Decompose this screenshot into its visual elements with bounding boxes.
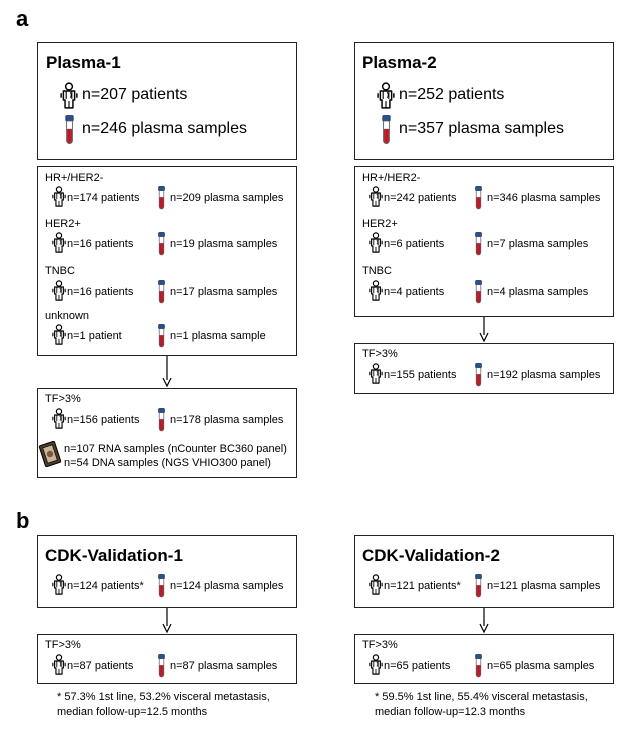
plasma2-patients: n=252 patients: [399, 86, 505, 103]
plasma1-subtype-samples: n=19 plasma samples: [170, 238, 278, 250]
cdk2-footnote-line2: median follow-up=12.3 months: [375, 706, 526, 718]
cdk1-samples: n=124 plasma samples: [170, 580, 284, 592]
plasma1-subtype-label: HR+/HER2-: [45, 172, 104, 184]
patient-icon: [52, 574, 66, 595]
cdk2-tf-samples: n=65 plasma samples: [487, 660, 595, 672]
cdk1-tf-samples: n=87 plasma samples: [170, 660, 278, 672]
blood-tube-icon: [157, 574, 166, 598]
plasma2-subtype-patients: n=4 patients: [384, 286, 445, 298]
plasma2-tf-box: [354, 343, 614, 394]
patient-icon: [369, 280, 383, 301]
blood-tube-icon: [474, 654, 483, 678]
cdk1-tf-patients: n=87 patients: [67, 660, 134, 672]
plasma2-subtype-patients: n=6 patients: [384, 238, 445, 250]
plasma2-tf-label: TF>3%: [362, 348, 398, 360]
cdk2-patients: n=121 patients*: [384, 580, 461, 592]
plasma2-title: Plasma-2: [362, 53, 437, 72]
blood-tube-icon: [381, 115, 392, 145]
plasma1-title: Plasma-1: [46, 53, 121, 72]
plasma1-subtype-samples: n=1 plasma sample: [170, 330, 266, 342]
cdk1-footnote-line1: * 57.3% 1st line, 53.2% visceral metasta…: [57, 691, 270, 703]
flow-arrow: [162, 608, 172, 634]
cdk2-title: CDK-Validation-2: [362, 546, 500, 565]
cdk2-tf-box: [354, 634, 614, 684]
plasma1-subtype-samples: n=17 plasma samples: [170, 286, 278, 298]
cdk2-tf-label: TF>3%: [362, 639, 398, 651]
blood-tube-icon: [157, 186, 166, 210]
plasma1-tf-samples: n=178 plasma samples: [170, 414, 284, 426]
cdk2-summary-box: [354, 535, 614, 608]
plasma2-subtype-samples: n=346 plasma samples: [487, 192, 601, 204]
cdk1-tf-box: [37, 634, 297, 684]
patient-icon: [369, 186, 383, 207]
plasma2-subtype-label: HER2+: [362, 218, 398, 230]
patient-icon: [369, 363, 383, 384]
cdk1-patients: n=124 patients*: [67, 580, 144, 592]
plasma2-subtype-samples: n=4 plasma samples: [487, 286, 589, 298]
flow-arrow: [479, 608, 489, 634]
patient-icon: [60, 82, 78, 109]
plasma2-samples: n=357 plasma samples: [399, 120, 564, 137]
blood-tube-icon: [474, 280, 483, 304]
plasma1-subtype-patients: n=174 patients: [67, 192, 140, 204]
plasma1-tf-label: TF>3%: [45, 393, 81, 405]
plasma1-subtype-label: unknown: [45, 310, 90, 322]
cdk1-summary-box: [37, 535, 297, 608]
plasma1-subtype-patients: n=1 patient: [67, 330, 122, 342]
blood-tube-icon: [157, 654, 166, 678]
blood-tube-icon: [157, 280, 166, 304]
plasma1-subtype-patients: n=16 patients: [67, 286, 134, 298]
blood-tube-icon: [157, 408, 166, 432]
plasma1-subtype-label: TNBC: [45, 265, 75, 277]
patient-icon: [52, 654, 66, 675]
flow-arrow: [162, 356, 172, 388]
plasma1-subtype-box: [37, 166, 297, 356]
cdk1-title: CDK-Validation-1: [45, 546, 183, 565]
plasma1-summary-box: [37, 42, 297, 160]
panel-label-a: a: [16, 6, 29, 31]
plasma2-subtype-label: TNBC: [362, 265, 392, 277]
plasma1-subtype-label: HER2+: [45, 218, 81, 230]
blood-tube-icon: [64, 115, 75, 145]
patient-icon: [369, 232, 383, 253]
cdk2-tf-patients: n=65 patients: [384, 660, 451, 672]
plasma2-subtype-label: HR+/HER2-: [362, 172, 421, 184]
plasma1-rna-samples: n=107 RNA samples (nCounter BC360 panel): [64, 443, 287, 455]
patient-icon: [369, 574, 383, 595]
plasma1-subtype-patients: n=16 patients: [67, 238, 134, 250]
panel-label-b: b: [16, 508, 30, 533]
cdk2-samples: n=121 plasma samples: [487, 580, 601, 592]
blood-tube-icon: [474, 232, 483, 256]
plasma1-samples: n=246 plasma samples: [82, 120, 247, 137]
blood-tube-icon: [157, 232, 166, 256]
blood-tube-icon: [474, 186, 483, 210]
patient-icon: [52, 324, 66, 345]
flow-arrow: [479, 317, 489, 343]
plasma2-tf-samples: n=192 plasma samples: [487, 369, 601, 381]
patient-icon: [52, 408, 66, 429]
plasma2-subtype-samples: n=7 plasma samples: [487, 238, 589, 250]
cdk1-footnote-line2: median follow-up=12.5 months: [57, 706, 208, 718]
plasma2-subtype-box: [354, 166, 614, 317]
plasma1-dna-samples: n=54 DNA samples (NGS VHIO300 panel): [64, 457, 271, 469]
plasma1-tf-patients: n=156 patients: [67, 414, 140, 426]
plasma1-subtype-samples: n=209 plasma samples: [170, 192, 284, 204]
rna-chip-icon: [38, 441, 62, 467]
patient-icon: [52, 232, 66, 253]
plasma1-patients: n=207 patients: [82, 86, 188, 103]
patient-icon: [369, 654, 383, 675]
blood-tube-icon: [474, 363, 483, 387]
blood-tube-icon: [474, 574, 483, 598]
patient-icon: [52, 186, 66, 207]
patient-icon: [52, 280, 66, 301]
patient-icon: [377, 82, 395, 109]
blood-tube-icon: [157, 324, 166, 348]
cdk1-tf-label: TF>3%: [45, 639, 81, 651]
plasma2-subtype-patients: n=242 patients: [384, 192, 457, 204]
cdk2-footnote-line1: * 59.5% 1st line, 55.4% visceral metasta…: [375, 691, 588, 703]
plasma2-summary-box: [354, 42, 614, 160]
plasma1-tf-box: [37, 388, 297, 478]
plasma2-tf-patients: n=155 patients: [384, 369, 457, 381]
